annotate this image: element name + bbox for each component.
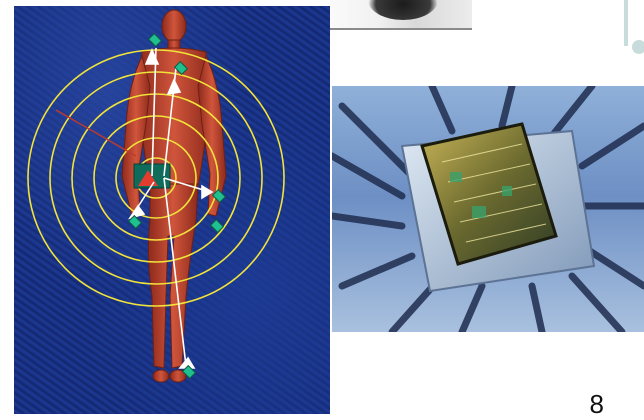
slide-frame-line [624, 0, 628, 46]
pointer-line [56, 110, 136, 156]
page-number: 8 [590, 389, 604, 420]
slide-frame-dot [632, 40, 644, 54]
human-figure [122, 10, 226, 382]
microchip-svg [332, 86, 644, 332]
microchip-image [332, 86, 644, 332]
body-map-image [14, 6, 330, 414]
top-photo-fragment [330, 0, 472, 30]
body-map-svg [14, 6, 330, 414]
